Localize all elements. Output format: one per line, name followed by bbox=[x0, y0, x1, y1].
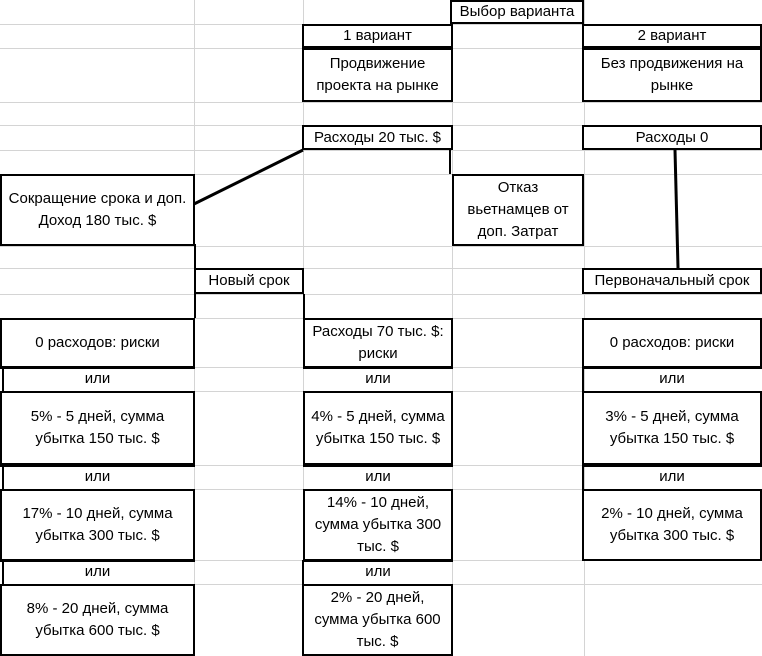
decision-title-box: Выбор варианта bbox=[450, 0, 584, 24]
left-result: Сокращение срока и доп. Доход 180 тыс. $ bbox=[8, 190, 187, 229]
connector-line bbox=[2, 465, 4, 489]
left-risk-box: 8% - 20 дней, сумма убытка 600 тыс. $ bbox=[0, 584, 195, 656]
option2-name-box: Без продвижения на рынке bbox=[582, 48, 762, 102]
middle-risk-text: 2% - 20 дней, сумма убытка 600 тыс. $ bbox=[314, 589, 441, 650]
connector-line bbox=[303, 294, 305, 318]
right-risk-text: 3% - 5 дней, сумма убытка 150 тыс. $ bbox=[605, 408, 739, 447]
right-term-box: Первоначальный срок bbox=[582, 268, 762, 294]
middle-risk-box: 4% - 5 дней, сумма убытка 150 тыс. $ bbox=[303, 391, 453, 465]
right-risk-box: 3% - 5 дней, сумма убытка 150 тыс. $ bbox=[582, 391, 762, 465]
middle-risk-text: Расходы 70 тыс. $: риски bbox=[312, 323, 444, 362]
left-risk-box: 17% - 10 дней, сумма убытка 300 тыс. $ bbox=[0, 489, 195, 561]
left-risk-text: 5% - 5 дней, сумма убытка 150 тыс. $ bbox=[30, 408, 165, 447]
middle-risk-box: 14% - 10 дней, сумма убытка 300 тыс. $ bbox=[303, 489, 453, 561]
option1-name-box: Продвижение проекта на рынке bbox=[302, 48, 453, 102]
left-risk-text: 17% - 10 дней, сумма убытка 300 тыс. $ bbox=[22, 505, 173, 544]
connector-line bbox=[582, 465, 584, 489]
option2-label: 2 вариант bbox=[637, 27, 707, 44]
left-risk-text: 8% - 20 дней, сумма убытка 600 тыс. $ bbox=[26, 600, 169, 639]
middle-risk-box: Расходы 70 тыс. $: риски bbox=[303, 318, 453, 368]
connector-line bbox=[0, 465, 195, 467]
or-label: или bbox=[84, 370, 111, 387]
connector-line bbox=[303, 560, 453, 562]
connector-line bbox=[193, 148, 304, 206]
right-risk-box: 2% - 10 дней, сумма убытка 300 тыс. $ bbox=[582, 489, 762, 561]
connector-line bbox=[0, 560, 195, 562]
connector-line bbox=[303, 465, 453, 467]
connector-line bbox=[0, 367, 195, 369]
or-label: или bbox=[365, 468, 391, 485]
right-risk-box: 0 расходов: риски bbox=[582, 318, 762, 368]
or-label: или bbox=[659, 370, 685, 387]
decision-title: Выбор варианта bbox=[459, 3, 575, 20]
right-risk-text: 0 расходов: риски bbox=[609, 334, 735, 351]
or-label: или bbox=[365, 563, 391, 580]
middle-risk-text: 14% - 10 дней, сумма убытка 300 тыс. $ bbox=[314, 494, 442, 555]
left-result-box: Сокращение срока и доп. Доход 180 тыс. $ bbox=[0, 174, 195, 246]
or-label: или bbox=[84, 468, 111, 485]
option2-label-box: 2 вариант bbox=[582, 24, 762, 48]
middle-risk-text: 4% - 5 дней, сумма убытка 150 тыс. $ bbox=[311, 408, 445, 447]
middle-result: Отказ вьетнамцев от доп. Затрат bbox=[467, 179, 569, 240]
connector-line bbox=[303, 367, 453, 369]
connector-line bbox=[673, 149, 680, 269]
left-risk-text: 0 расходов: риски bbox=[35, 334, 160, 351]
connector-line bbox=[582, 367, 762, 369]
option2-cost-box: Расходы 0 bbox=[582, 125, 762, 150]
middle-risk-box: 2% - 20 дней, сумма убытка 600 тыс. $ bbox=[302, 584, 453, 656]
right-term: Первоначальный срок bbox=[594, 272, 750, 289]
connector-line bbox=[194, 244, 196, 268]
connector-line bbox=[302, 560, 304, 584]
connector-line bbox=[582, 367, 584, 391]
option1-cost-box: Расходы 20 тыс. $ bbox=[302, 125, 453, 150]
right-risk-text: 2% - 10 дней, сумма убытка 300 тыс. $ bbox=[601, 505, 743, 544]
option1-label-box: 1 вариант bbox=[302, 24, 453, 48]
middle-result-box: Отказ вьетнамцев от доп. Затрат bbox=[452, 174, 584, 246]
or-label: или bbox=[365, 370, 391, 387]
or-label: или bbox=[84, 563, 111, 580]
left-risk-box: 5% - 5 дней, сумма убытка 150 тыс. $ bbox=[0, 391, 195, 465]
left-term-box: Новый срок bbox=[194, 268, 304, 294]
option1-cost: Расходы 20 тыс. $ bbox=[313, 128, 442, 146]
option2-name: Без продвижения на рынке bbox=[600, 55, 744, 94]
connector-line bbox=[2, 367, 4, 391]
connector-line bbox=[582, 465, 762, 467]
option1-label: 1 вариант bbox=[343, 27, 412, 44]
connector-line bbox=[194, 294, 196, 318]
option2-cost: Расходы 0 bbox=[635, 128, 709, 146]
left-term: Новый срок bbox=[208, 272, 290, 289]
connector-line bbox=[449, 148, 451, 174]
option1-name: Продвижение проекта на рынке bbox=[316, 55, 439, 94]
left-risk-box: 0 расходов: риски bbox=[0, 318, 195, 368]
connector-line bbox=[2, 560, 4, 584]
or-label: или bbox=[659, 468, 685, 485]
